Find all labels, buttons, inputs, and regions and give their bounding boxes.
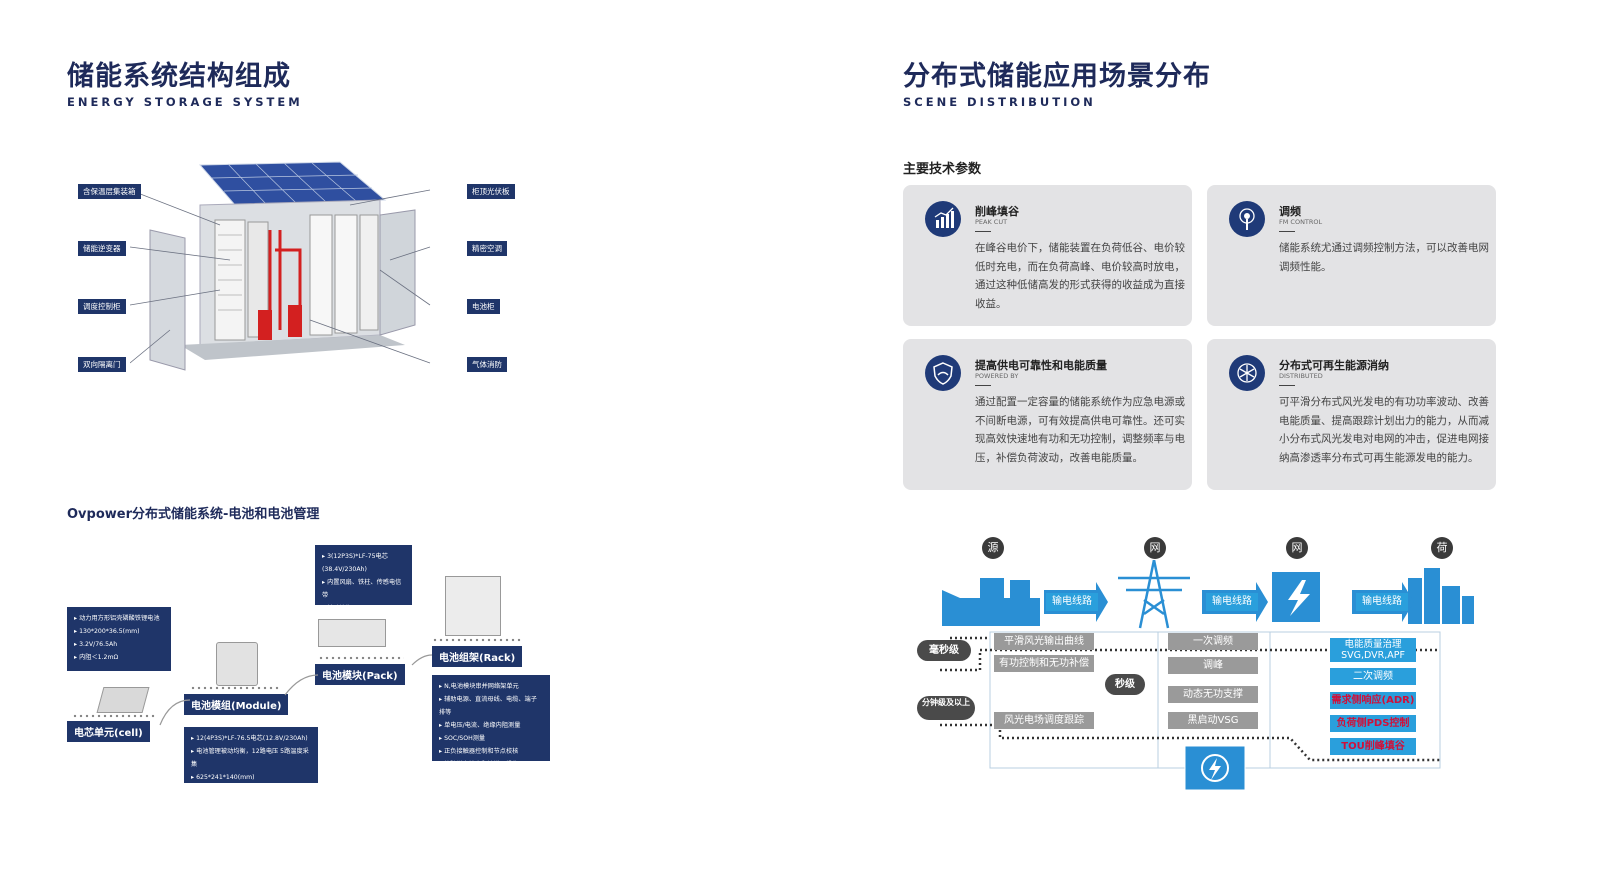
node-load: 荷 <box>1431 537 1453 559</box>
page-subtitle-right: SCENE DISTRIBUTION <box>903 95 1096 109</box>
shield-icon <box>925 355 961 391</box>
red-box-tou: TOU削峰填谷 <box>1330 738 1416 755</box>
card-divider <box>975 231 991 232</box>
node-grid-2: 网 <box>1286 537 1308 559</box>
bar-chart-icon <box>925 201 961 237</box>
page-subtitle-left: ENERGY STORAGE SYSTEM <box>67 95 303 109</box>
grey-box-dispatch-tracking: 风光电场调度跟踪 <box>994 712 1094 729</box>
card-reliability: 提高供电可靠性和电能质量 POWERED BY 通过配置一定容量的储能系统作为应… <box>903 339 1192 490</box>
rack-image <box>445 576 501 636</box>
grey-box-smooth-output: 平滑风光输出曲线 <box>994 633 1094 650</box>
blue-box-secondary-fm: 二次调频 <box>1330 668 1416 685</box>
callout-control-cabinet: 调度控制柜 <box>78 299 126 314</box>
rack-spec-box: N,电池模块串并网络架单元 辅助电源、直流母线、电缆、端子排等 单电压/电流、绝… <box>432 675 550 768</box>
card-divider <box>1279 231 1295 232</box>
callout-air-conditioner: 精密空调 <box>467 241 507 256</box>
level-millisecond: 毫秒级 <box>917 640 971 661</box>
card-divider <box>975 385 991 386</box>
cell-spec-box: 动力用方形铝壳磷酸铁锂电池 130*200*36.5(mm) 3.2V/76.5… <box>67 607 171 671</box>
energy-storage-container-illustration <box>140 160 440 390</box>
node-grid-1: 网 <box>1144 537 1166 559</box>
callout-battery-cabinet: 电池柜 <box>467 299 500 314</box>
card-title: 调频 <box>1279 205 1301 218</box>
card-divider <box>1279 385 1295 386</box>
page-title-right: 分布式储能应用场景分布 <box>903 61 1211 92</box>
red-box-pds-control: 负荷侧PDS控制 <box>1330 715 1416 732</box>
grey-box-dynamic-reactive: 动态无功支撑 <box>1168 686 1258 703</box>
snowflake-icon <box>1229 355 1265 391</box>
card-description: 通过配置一定容量的储能系统作为应急电源或不间断电源，可有效提高供电可靠性。还可实… <box>975 396 1185 464</box>
card-description: 在峰谷电价下，储能装置在负荷低谷、电价较低时充电，而在负荷高峰、电价较高时放电，… <box>975 242 1185 310</box>
cell-label: 电芯单元(cell) <box>67 721 150 742</box>
dotted-divider <box>318 656 404 660</box>
antenna-icon <box>1229 201 1265 237</box>
level-second: 秒级 <box>1105 674 1145 695</box>
dotted-divider <box>432 638 522 642</box>
dotted-divider <box>72 714 156 718</box>
callout-pv-panel: 柜顶光伏板 <box>467 184 515 199</box>
card-fm-control: 调频 FM CONTROL 储能系统尤通过调频控制方法，可以改善电网调频性能。 <box>1207 185 1496 326</box>
card-title: 分布式可再生能源消纳 <box>1279 359 1389 372</box>
dotted-divider <box>190 686 280 690</box>
card-description: 可平滑分布式风光发电的有功功率波动、改善电能质量、提高跟踪计划出力的能力，从而减… <box>1279 396 1489 464</box>
card-distributed: 分布式可再生能源消纳 DISTRIBUTED 可平滑分布式风光发电的有功功率波动… <box>1207 339 1496 490</box>
page-title-left: 储能系统结构组成 <box>67 61 291 92</box>
card-subtitle: DISTRIBUTED <box>1279 372 1323 380</box>
module-image <box>216 642 258 686</box>
level-minute: 分钟级及以上 <box>917 696 975 720</box>
card-title: 提高供电可靠性和电能质量 <box>975 359 1107 372</box>
card-title: 削峰填谷 <box>975 205 1019 218</box>
card-peak-cut: 削峰填谷 PEAK CUT 在峰谷电价下，储能装置在负荷低谷、电价较低时充电，而… <box>903 185 1192 326</box>
params-title: 主要技术参数 <box>903 162 982 177</box>
battery-section-title: Ovpower分布式储能系统-电池和电池管理 <box>67 507 320 522</box>
line-label-1: 输电线路 <box>1046 593 1098 611</box>
grey-box-black-start: 黑启动VSG <box>1168 712 1258 729</box>
card-subtitle: FM CONTROL <box>1279 218 1323 226</box>
callout-container: 含保温层集装箱 <box>78 184 141 199</box>
rack-label: 电池组架(Rack) <box>432 646 523 667</box>
card-subtitle: PEAK CUT <box>975 218 1008 226</box>
node-source: 源 <box>982 537 1004 559</box>
module-label: 电池模组(Module) <box>184 694 289 715</box>
callout-isolation-door: 双向隔离门 <box>78 357 126 372</box>
module-spec-box: 12(4P3S)*LF-76.5电芯(12.8V/230Ah) 电池管理被动均衡… <box>184 727 318 783</box>
line-label-3: 输电线路 <box>1356 593 1408 611</box>
line-label-2: 输电线路 <box>1206 593 1258 611</box>
hierarchy-connectors <box>159 654 433 726</box>
grey-box-primary-fm: 一次调频 <box>1168 633 1258 650</box>
pack-image <box>318 619 386 647</box>
pack-spec-box: 3(12P3S)*LF-75电芯 (38.4V/230Ah) 内置风扇、铁柱、传… <box>315 545 412 612</box>
card-description: 储能系统尤通过调频控制方法，可以改善电网调频性能。 <box>1279 242 1489 273</box>
callout-fire-protection: 气体消防 <box>467 357 507 372</box>
blue-box-power-quality: 电能质量治理 SVG,DVR,APF <box>1330 638 1416 662</box>
red-box-demand-response: 需求侧响应(ADR) <box>1330 692 1416 709</box>
pack-label: 电池模块(Pack) <box>315 664 405 685</box>
card-subtitle: POWERED BY <box>975 372 1019 380</box>
callout-inverter: 储能逆变器 <box>78 241 126 256</box>
grey-box-active-reactive: 有功控制和无功补偿 <box>994 655 1094 672</box>
cell-image <box>96 687 150 713</box>
grey-box-peak-regulation: 调峰 <box>1168 657 1258 674</box>
callout-lines <box>130 189 431 364</box>
